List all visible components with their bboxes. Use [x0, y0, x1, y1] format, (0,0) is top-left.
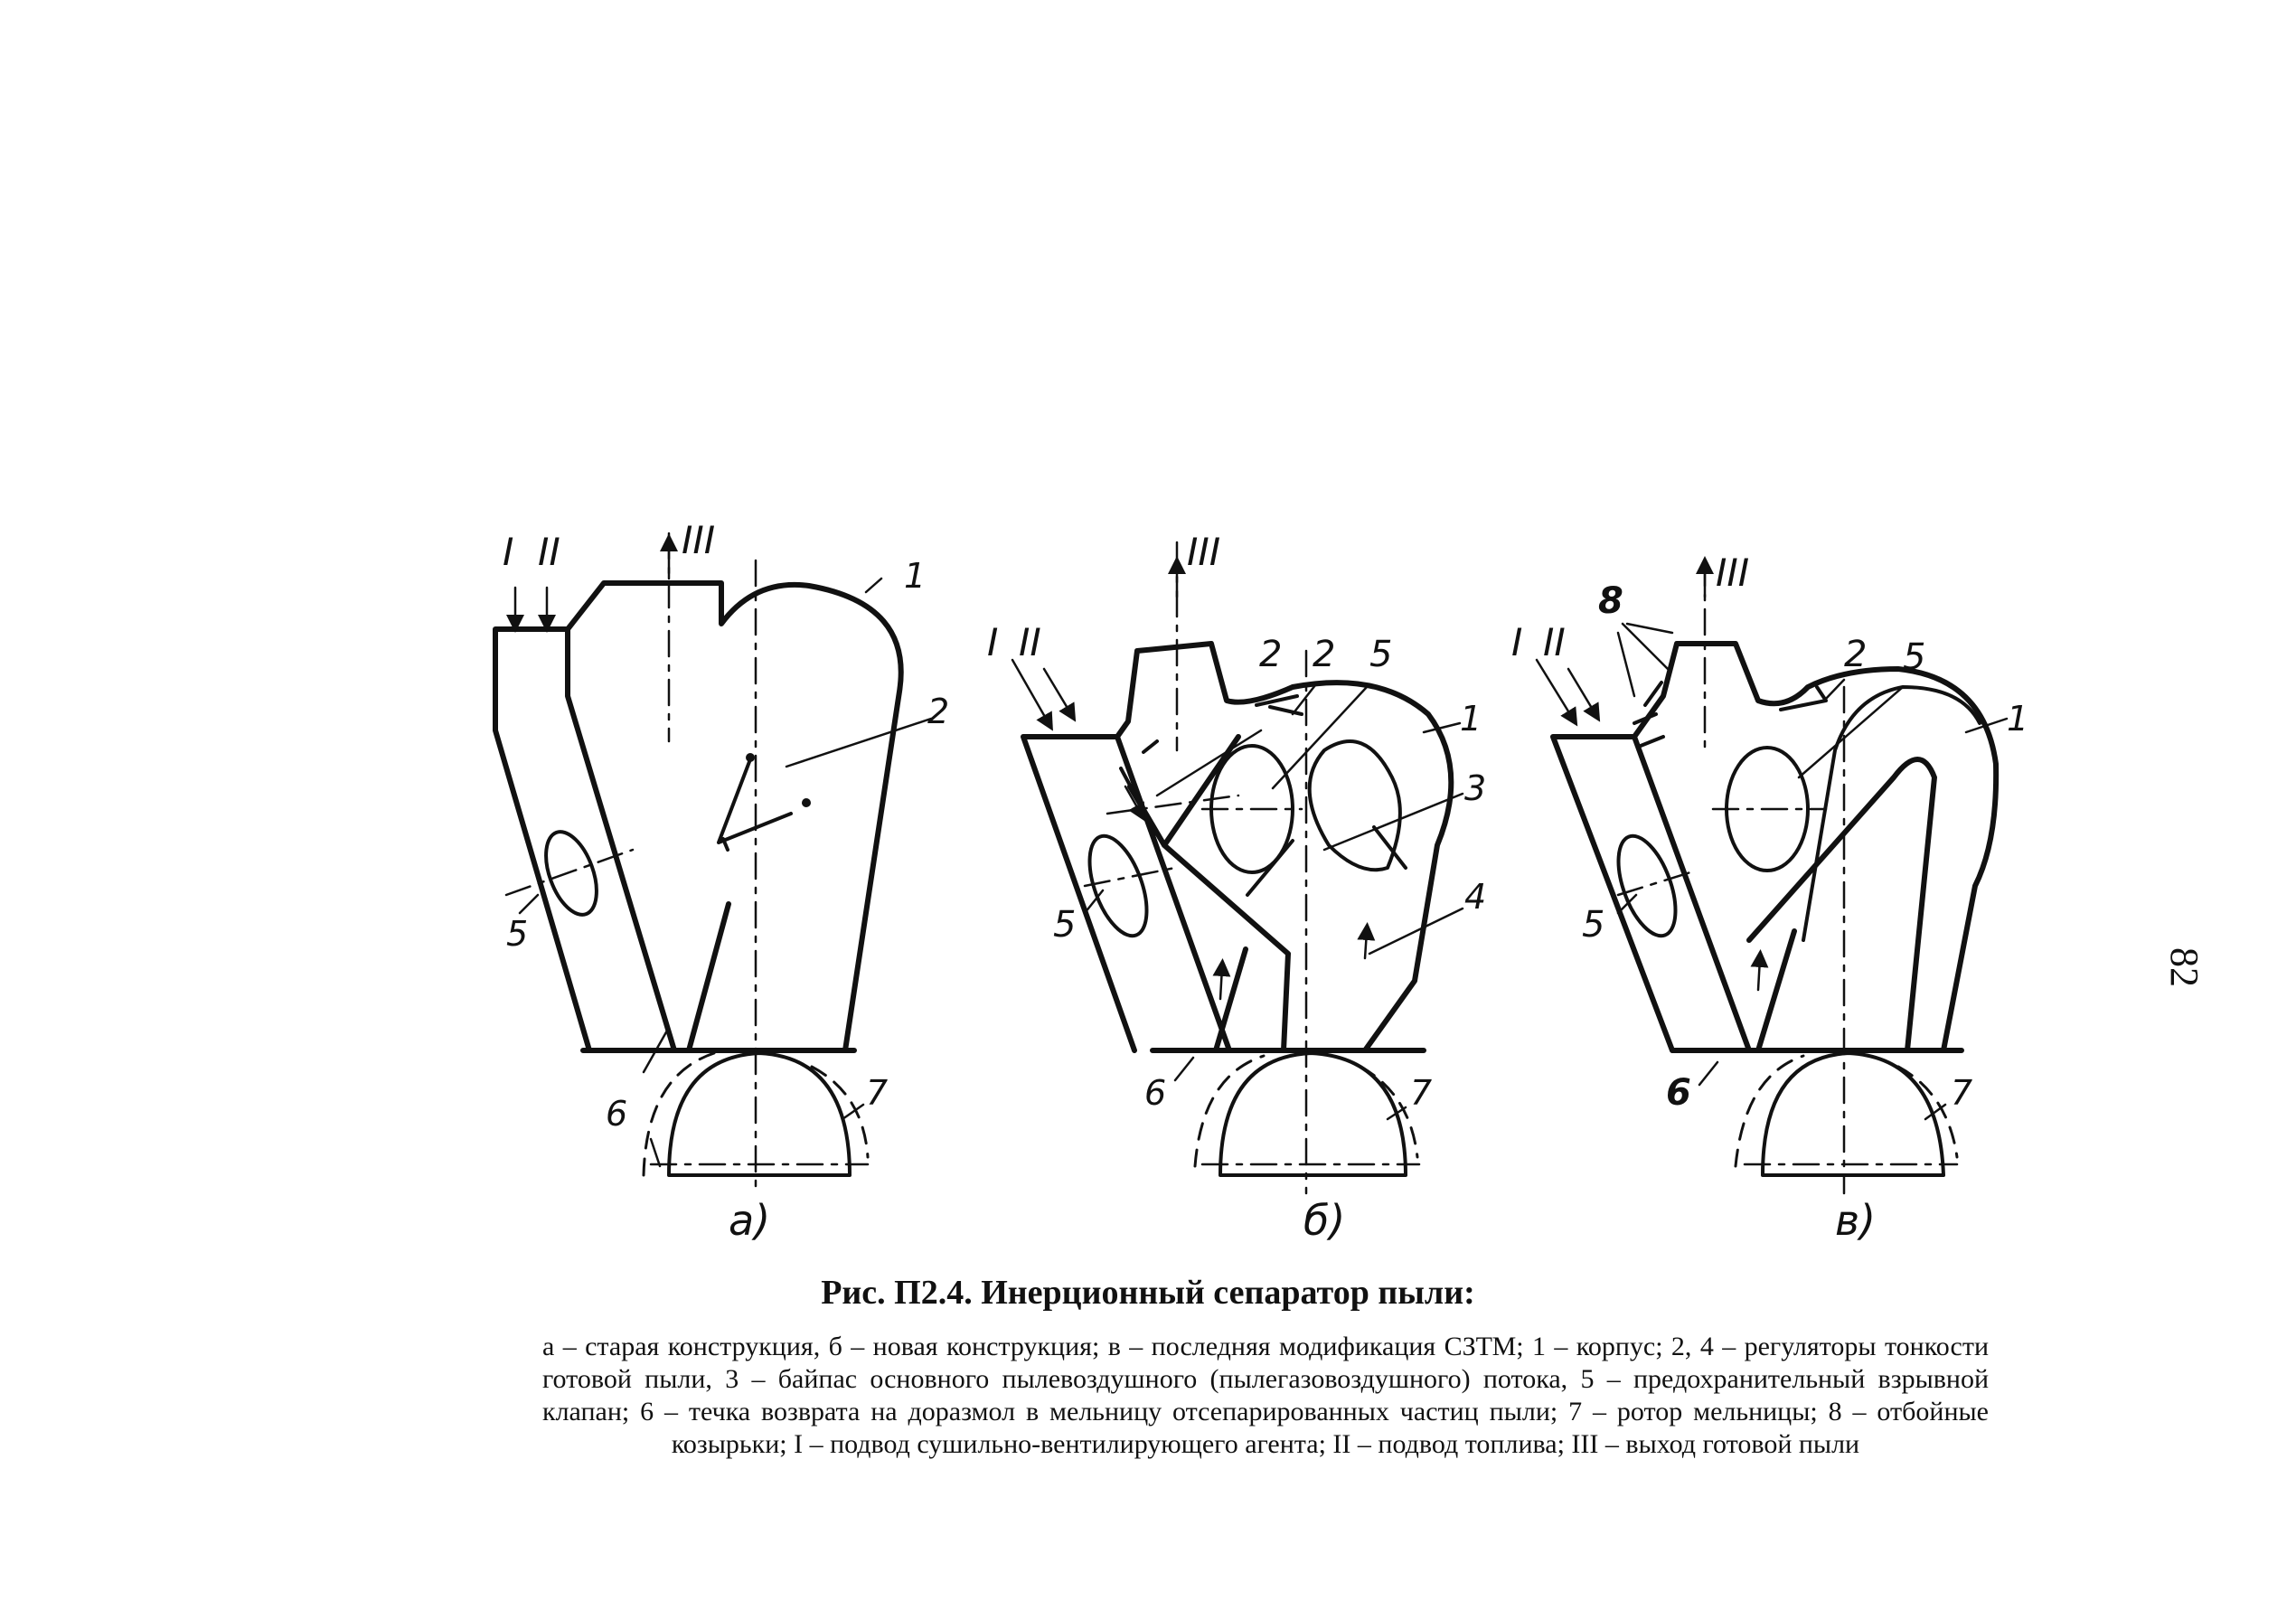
- c-label-7: 7: [1951, 1073, 1972, 1113]
- a-label-7: 7: [866, 1073, 888, 1113]
- b-label-4: 4: [1464, 877, 1486, 917]
- b-label-2a: 2: [1259, 634, 1282, 675]
- b-panel-label: б): [1303, 1196, 1345, 1245]
- diagram-b-rotor: [1219, 1051, 1407, 1177]
- diagram-b-housing: [1021, 641, 1454, 1053]
- c-panel-label: в): [1835, 1196, 1876, 1245]
- diagram-c-rotor: [1761, 1051, 1945, 1177]
- diagram-a-regulator: [717, 758, 793, 852]
- a-label-III: III: [682, 518, 715, 562]
- b-label-II: II: [1019, 620, 1041, 664]
- c-label-6: 6: [1666, 1072, 1691, 1114]
- a-label-I: I: [503, 530, 513, 574]
- a-label-5: 5: [506, 914, 528, 954]
- diagram-a-rotor: [667, 1051, 852, 1177]
- page-number: 82: [2162, 947, 2207, 987]
- b-label-III: III: [1187, 530, 1220, 574]
- a-label-2: 2: [927, 692, 949, 731]
- b-label-7: 7: [1410, 1073, 1432, 1113]
- diagram-c-housing: [1550, 641, 2000, 1053]
- diagram-a-explosion-valve: [544, 830, 598, 917]
- b-label-6: 6: [1144, 1073, 1166, 1113]
- figure-caption-body: а – старая конструкция, б – новая констр…: [542, 1332, 1989, 1459]
- a-label-II: II: [538, 530, 560, 574]
- c-label-1: 1: [2007, 699, 2028, 739]
- figure-caption-title: Рис. П2.4. Инерционный сепаратор пыли:: [821, 1274, 1475, 1312]
- diagram-a: I II III 1 2 5 6 7 а): [493, 518, 949, 1245]
- c-label-8: 8: [1598, 580, 1623, 622]
- diagram-b-bypass: [1307, 739, 1402, 872]
- b-label-I: I: [987, 620, 998, 664]
- c-label-5: 5: [1582, 904, 1604, 946]
- diagram-a-housing: [493, 580, 904, 1053]
- b-label-3: 3: [1464, 768, 1486, 808]
- b-label-5-upper: 5: [1369, 634, 1392, 675]
- a-label-6: 6: [606, 1094, 627, 1134]
- c-label-2: 2: [1844, 634, 1867, 675]
- diagram-c-deflectors: [1633, 681, 1665, 748]
- c-label-III: III: [1716, 551, 1749, 595]
- a-panel-label: а): [729, 1196, 770, 1245]
- diagram-b-explosion-valve: [1087, 833, 1149, 938]
- b-label-1: 1: [1460, 699, 1482, 739]
- b-label-5: 5: [1053, 904, 1076, 946]
- diagram-c: I II III 8 2 5 1 5 6 7 в): [1511, 551, 2028, 1245]
- c-label-5-upper: 5: [1903, 636, 1925, 678]
- b-label-2b: 2: [1313, 634, 1335, 675]
- a-label-1: 1: [904, 556, 926, 596]
- c-label-II: II: [1543, 620, 1566, 664]
- diagram-b: I II III 1 2 2 5 3 4 5 6 7 б): [987, 530, 1486, 1245]
- c-label-I: I: [1511, 620, 1522, 664]
